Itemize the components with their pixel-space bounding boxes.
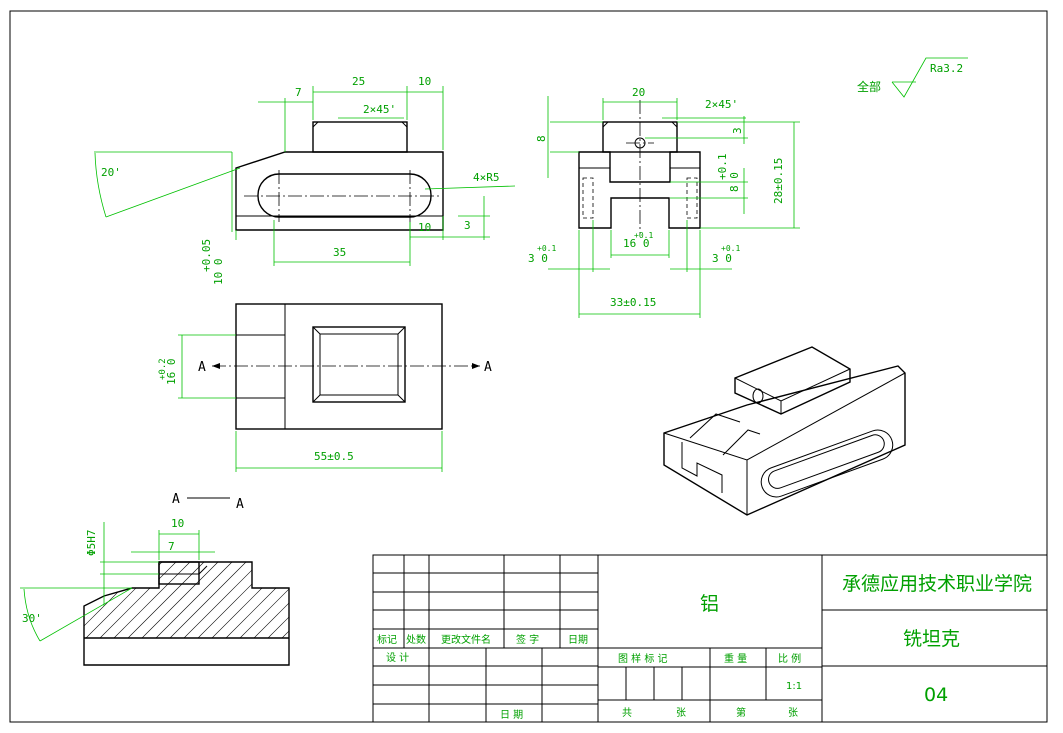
tb-stage: 图 样 标 记 — [618, 652, 668, 665]
tb-scale-value: 1:1 — [786, 681, 802, 692]
finish-value: Ra3.2 — [930, 62, 963, 75]
dim-10-top: 10 — [418, 75, 431, 88]
tb-date: 日期 — [568, 634, 588, 646]
side-height: 28±0.15 — [772, 158, 785, 204]
top-view: A A — [198, 303, 492, 430]
tb-date2: 日 期 — [500, 709, 523, 721]
tb-weight: 重 量 — [724, 652, 747, 665]
tb-page: 第 — [736, 706, 746, 719]
right-tol: +0.1 — [721, 244, 740, 253]
radius-label: 4×R5 — [473, 171, 500, 184]
section-view: A A — [83, 492, 290, 666]
tb-sheet: 张 — [676, 707, 686, 719]
title-block: 标记 处数 更改文件名 签 字 日期 设 计 日 期 图 样 标 记 重 量 比… — [372, 554, 1048, 723]
center-tol: +0.1 — [634, 231, 653, 240]
tb-drawing-no: 04 — [924, 684, 948, 706]
side-chamfer: 2×45' — [705, 98, 738, 111]
front-view — [235, 121, 444, 231]
dim-3: 3 — [464, 219, 471, 232]
side-dim-8: 8 — [535, 135, 548, 142]
sec-angle: 30' — [22, 612, 42, 625]
section-title-right: A — [236, 497, 244, 512]
slot-tol: +0.1 — [716, 154, 729, 181]
dim-25: 25 — [352, 75, 365, 88]
tol-base: 10 0 — [212, 259, 225, 286]
section-marker-left: A — [198, 360, 206, 375]
left-tol: +0.1 — [537, 244, 556, 253]
tb-count: 处数 — [406, 633, 426, 646]
top-view-dimensions: +0.2 16 0 55±0.5 — [158, 334, 443, 472]
chamfer-label: 2×45' — [363, 103, 396, 116]
left-base: 3 0 — [528, 252, 548, 265]
front-view-dimensions: 25 10 7 2×45' 20' 4×R5 10 3 35 +0.05 10 … — [94, 75, 516, 286]
tb-design: 设 计 — [386, 651, 409, 664]
side-dim-3: 3 — [731, 127, 744, 134]
top-height-tol: +0.2 — [158, 358, 168, 380]
tb-school: 承德应用技术职业学院 — [842, 573, 1032, 595]
side-dim-20: 20 — [632, 86, 645, 99]
side-view-dimensions: 20 2×45' 8 3 +0.1 8 0 28±0.15 +0.1 3 0 — [528, 86, 800, 318]
tb-scale: 比 例 — [778, 652, 801, 665]
finish-label: 全部 — [857, 79, 881, 94]
tb-part-name: 铣坦克 — [903, 628, 960, 650]
center-base: 16 0 — [623, 237, 650, 250]
section-view-dimensions: 10 7 Φ5H7 30' — [20, 517, 215, 642]
isometric-view — [663, 346, 906, 516]
dim-35: 35 — [333, 246, 346, 259]
surface-finish-symbol: 全部 Ra3.2 — [857, 57, 968, 98]
sec-hole: Φ5H7 — [85, 530, 98, 557]
tb-total: 共 — [622, 707, 632, 719]
top-width: 55±0.5 — [314, 450, 354, 463]
side-width: 33±0.15 — [610, 296, 656, 309]
right-base: 3 0 — [712, 252, 732, 265]
side-view — [578, 100, 701, 234]
angle-20: 20' — [101, 166, 121, 179]
dim-7: 7 — [295, 86, 302, 99]
slot-base: 8 0 — [728, 172, 741, 192]
slot-outline — [257, 173, 432, 218]
sec-dim-7: 7 — [168, 540, 175, 553]
tb-mark: 标记 — [377, 634, 397, 646]
tol-upper: +0.05 — [200, 239, 213, 272]
iso-slot — [760, 429, 894, 498]
top-height-base: 16 0 — [165, 359, 178, 386]
sec-dim-10: 10 — [171, 517, 184, 530]
tb-doc: 更改文件名 — [441, 633, 491, 646]
dim-10-bottom: 10 — [418, 221, 431, 234]
section-title-left: A — [172, 492, 180, 507]
section-marker-right: A — [484, 360, 492, 375]
tb-sheet2: 张 — [788, 707, 798, 719]
tb-sign: 签 字 — [516, 633, 539, 646]
tb-material: 铝 — [700, 593, 719, 615]
